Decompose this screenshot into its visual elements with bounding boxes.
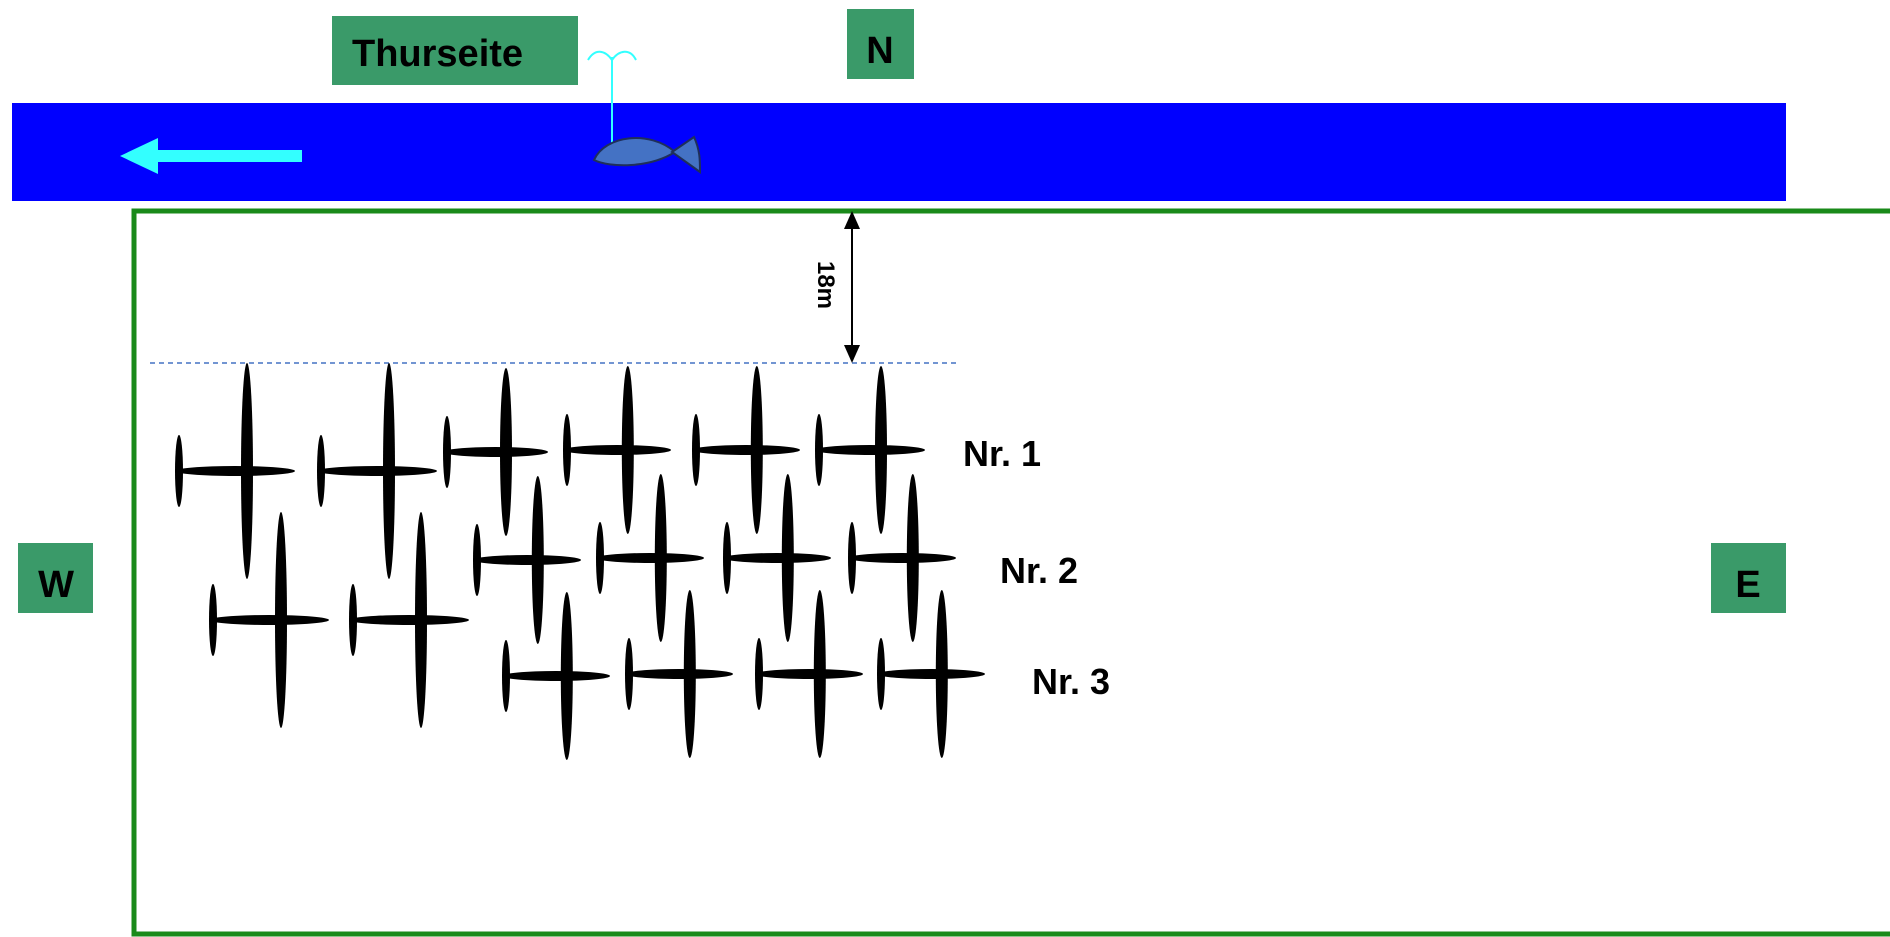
marker-vertical	[383, 363, 395, 579]
marker-left-tick	[175, 435, 183, 507]
marker-left-tick	[502, 640, 510, 712]
marker-horizontal	[209, 615, 329, 625]
marker-left-tick	[848, 522, 856, 594]
marker-horizontal	[755, 669, 863, 679]
marker-vertical	[750, 366, 763, 534]
fish-icon	[592, 135, 702, 174]
plant-marker	[692, 366, 800, 534]
plant-marker	[175, 363, 295, 579]
marker-vertical	[275, 512, 287, 728]
north-label: N	[866, 30, 893, 72]
plant-marker	[877, 590, 985, 758]
marker-horizontal	[563, 445, 671, 455]
row-label-2: Nr. 2	[1000, 550, 1078, 591]
marker-vertical	[875, 366, 887, 534]
title-box	[332, 16, 578, 85]
east-box	[1711, 543, 1786, 613]
marker-vertical	[560, 592, 573, 760]
marker-left-tick	[473, 524, 481, 596]
marker-vertical	[781, 474, 794, 642]
title-label: Thurseite	[352, 33, 523, 75]
marker-left-tick	[596, 522, 604, 594]
marker-horizontal	[625, 669, 733, 679]
marker-vertical	[813, 590, 826, 758]
plant-marker	[209, 512, 329, 728]
marker-left-tick	[877, 638, 885, 710]
marker-left-tick	[317, 435, 325, 507]
marker-left-tick	[723, 522, 731, 594]
distance-label: 18m	[812, 261, 839, 309]
row-label-3: Nr. 3	[1032, 661, 1110, 702]
plant-marker	[596, 474, 704, 642]
plant-marker	[848, 474, 956, 642]
marker-left-tick	[563, 414, 571, 486]
marker-left-tick	[755, 638, 763, 710]
marker-left-tick	[692, 414, 700, 486]
marker-horizontal	[317, 466, 437, 476]
distance-arrow	[844, 211, 860, 363]
marker-horizontal	[877, 669, 985, 679]
marker-horizontal	[815, 445, 925, 455]
plant-marker	[815, 366, 925, 534]
marker-vertical	[500, 368, 512, 536]
marker-horizontal	[175, 466, 295, 476]
marker-horizontal	[596, 553, 704, 563]
marker-vertical	[415, 512, 427, 728]
plant-marker	[755, 590, 863, 758]
marker-vertical	[935, 590, 948, 758]
east-label: E	[1735, 564, 1760, 606]
plant-marker	[443, 368, 548, 536]
plant-marker	[563, 366, 671, 534]
west-label: W	[38, 564, 74, 606]
plant-marker	[502, 592, 610, 760]
plant-marker	[625, 590, 733, 758]
row-label-1: Nr. 1	[963, 433, 1041, 474]
marker-vertical	[683, 590, 696, 758]
north-box	[847, 9, 914, 79]
marker-left-tick	[815, 414, 823, 486]
plant-marker	[349, 512, 469, 728]
marker-horizontal	[723, 553, 831, 563]
plant-marker	[473, 476, 581, 644]
marker-horizontal	[848, 553, 956, 563]
marker-left-tick	[349, 584, 357, 656]
plant-marker	[723, 474, 831, 642]
marker-vertical	[531, 476, 544, 644]
marker-horizontal	[473, 555, 581, 565]
marker-horizontal	[502, 671, 610, 681]
marker-horizontal	[349, 615, 469, 625]
marker-horizontal	[692, 445, 800, 455]
river	[12, 103, 1786, 201]
plant-marker	[317, 363, 437, 579]
field-border	[131, 208, 1890, 937]
marker-vertical	[654, 474, 667, 642]
left-arrow-icon	[120, 138, 302, 174]
marker-vertical	[241, 363, 253, 579]
marker-rows	[175, 363, 985, 760]
fountain-icon	[587, 50, 637, 143]
marker-left-tick	[625, 638, 633, 710]
marker-vertical	[621, 366, 634, 534]
marker-vertical	[906, 474, 919, 642]
west-box	[18, 543, 93, 613]
marker-horizontal	[443, 447, 548, 457]
marker-left-tick	[209, 584, 217, 656]
marker-left-tick	[443, 416, 451, 488]
